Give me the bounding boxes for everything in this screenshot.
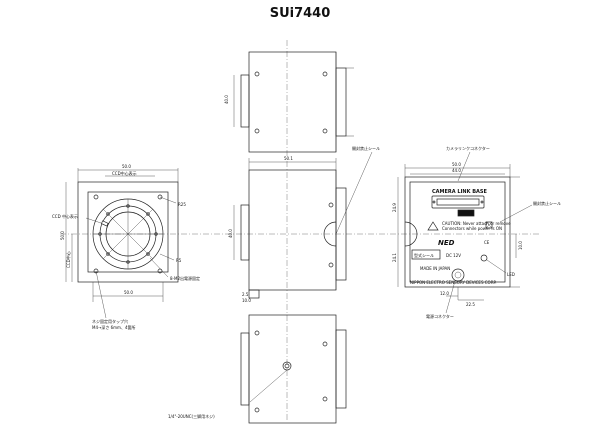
side-b2-label: 10.0 — [242, 298, 251, 303]
caution-line-2: Connectors while power is ON — [442, 226, 502, 231]
rear-b2-label: 22.5 — [466, 302, 475, 307]
made-in-label: MADE IN JAPAN — [420, 266, 450, 271]
rear-width2-label: 44.0 — [452, 168, 461, 173]
front-ccd-label: CCD中心表示 — [112, 170, 137, 176]
led-label: LED — [507, 272, 515, 277]
front-ccd-h-label: CCD中心 — [65, 251, 71, 268]
ce-mark: CE — [484, 240, 490, 245]
camera-link-conn-label: カメラリンクコネクター — [446, 145, 490, 151]
front-view: 50.0 CCD中心表示 50.0 CCD中心 50.0 R25 R5 CCD … — [52, 164, 200, 330]
front-r2-label: R5 — [176, 258, 182, 263]
side-b1-label: 2.5 — [242, 292, 249, 297]
tap-note-2: M4→深さ 6mm、4箇所 — [92, 324, 136, 330]
rear-h1-label: 24.9 — [392, 203, 397, 212]
rear-h2-label: 24.1 — [392, 253, 397, 262]
dc-label: DC 12V — [446, 253, 461, 258]
model-seal-label: 型式シール — [414, 252, 434, 258]
side-width-label: 50.1 — [284, 156, 293, 161]
ccd-mark-label: CCD 中心表示 — [52, 213, 78, 219]
front-r-label: R25 — [178, 202, 186, 207]
front-width-label: 50.0 — [122, 164, 131, 169]
front-height-label: 50.0 — [60, 231, 65, 240]
side-height-label: 40.0 — [228, 229, 233, 238]
rear-h3-label: 10.0 — [518, 241, 523, 250]
rear-b1-label: 12.0 — [440, 291, 449, 296]
tap-note-1: ネジ固定用タップ穴 — [92, 318, 128, 324]
brand-logo: NED — [438, 239, 455, 247]
rear-view: CAMERA LINK BASE CAUTION: Never attach o… — [392, 145, 561, 319]
bottom-view: 1/4"-20UNC(三脚用ネジ) — [168, 314, 347, 424]
front-bottom-label: 50.0 — [124, 290, 133, 295]
caution-line-1: CAUTION: Never attach or remove — [442, 221, 511, 226]
warning-icon — [427, 221, 439, 231]
rear-width-label: 50.0 — [452, 162, 461, 167]
camera-link-base-label: CAMERA LINK BASE — [432, 189, 488, 195]
tripod-screw-label: 1/4"-20UNC(三脚用ネジ) — [168, 413, 215, 419]
power-conn-label: 電源コネクター — [426, 313, 454, 319]
side-view: 50.1 40.0 2.5 10.0 開封禁止シール — [228, 145, 380, 303]
seal-right-label: 開封禁止シール — [533, 200, 561, 206]
weee-icon — [485, 221, 493, 229]
power-connector-icon — [451, 268, 465, 282]
top-dim-label: 40.0 — [224, 95, 229, 104]
led-icon — [480, 254, 488, 262]
lens-mount-label: 8-M2出電源固定 — [170, 275, 200, 281]
maker-label: NIPPON ELECTRO SENSORY DEVICES CORP. — [410, 280, 497, 285]
seal-left-label: 開封禁止シール — [352, 145, 380, 151]
page-title: SUi7440 — [269, 6, 331, 21]
top-view: 40.0 — [224, 51, 354, 153]
